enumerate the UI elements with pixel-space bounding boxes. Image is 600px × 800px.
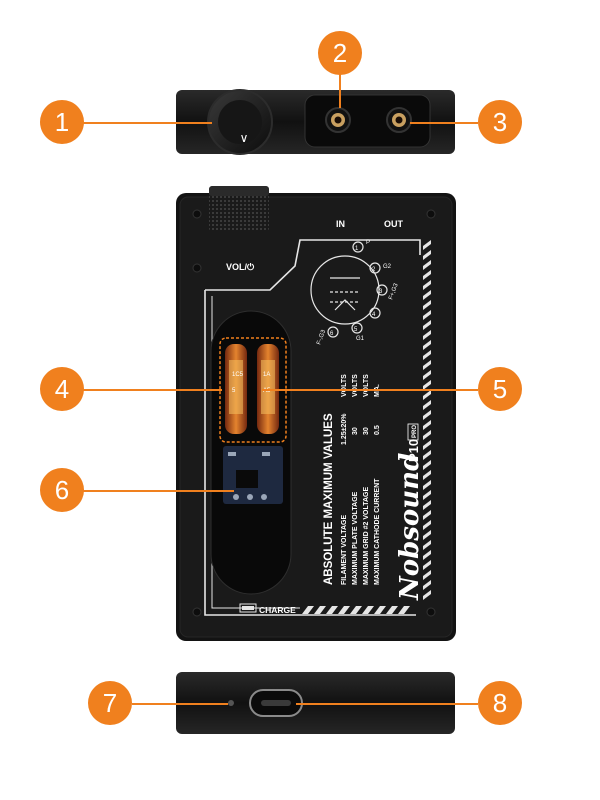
output-jack-hole xyxy=(395,116,403,124)
callout-5: 5 xyxy=(478,367,522,411)
volume-knob-cap xyxy=(218,100,262,144)
screw-icon xyxy=(426,209,436,219)
spec-rows: FILAMENT VOLTAGE 1.25±20% VOLTS MAXIMUM … xyxy=(341,374,381,585)
pin-label: G1 xyxy=(356,336,365,342)
usb-c-tongue xyxy=(261,700,291,706)
screw-icon xyxy=(192,263,202,273)
model-name: P10 xyxy=(406,439,421,462)
spec-row-value: 1.25±20% xyxy=(341,413,348,445)
pin-label: G2 xyxy=(383,264,392,270)
leader-line-6 xyxy=(82,490,234,492)
charge-led xyxy=(228,700,234,706)
circuit-board xyxy=(223,446,283,504)
callout-6: 6 xyxy=(40,468,84,512)
callout-4: 4 xyxy=(40,367,84,411)
battery-icon xyxy=(239,603,257,613)
spec-row-value: 30 xyxy=(352,427,359,435)
tube-print: 1A xyxy=(263,372,270,378)
input-jack-hole xyxy=(334,116,342,124)
label-out: OUT xyxy=(384,219,404,229)
brand-logo: Nobsound xyxy=(395,453,425,601)
spec-row-value: 0.5 xyxy=(374,425,381,435)
leader-line-1 xyxy=(82,122,212,124)
front-knob[interactable] xyxy=(209,186,269,232)
screw-icon xyxy=(192,607,202,617)
screw-icon xyxy=(192,209,202,219)
spec-row-unit: VOLTS xyxy=(363,374,370,397)
pin-number: 6 xyxy=(330,331,334,337)
brand-block: Nobsound P10 PRO xyxy=(395,423,425,601)
vacuum-tubes xyxy=(219,337,287,443)
leader-line-4 xyxy=(82,389,222,391)
spec-row-unit: VOLTS xyxy=(341,374,348,397)
label-charge: CHARGE xyxy=(259,605,296,615)
pin-label: P xyxy=(366,240,370,246)
label-in: IN xyxy=(336,219,345,229)
spec-row-name: MAXIMUM CATHODE CURRENT xyxy=(374,478,381,585)
tube-print: 1C5 xyxy=(232,372,244,378)
callout-3: 3 xyxy=(478,100,522,144)
screw-icon xyxy=(426,607,436,617)
pin-number: 3 xyxy=(379,289,383,295)
leader-line-8 xyxy=(296,703,478,705)
model-badge: PRO xyxy=(412,425,418,438)
tube-print: 5 xyxy=(232,388,236,394)
front-view xyxy=(176,186,456,641)
tube-print: A5 xyxy=(263,388,271,394)
spec-row-name: MAXIMUM PLATE VOLTAGE xyxy=(352,491,359,585)
callout-2: 2 xyxy=(318,31,362,75)
pin-number: 1 xyxy=(355,246,359,252)
pin-label: F+,G3 xyxy=(388,282,400,300)
leader-line-3 xyxy=(410,122,478,124)
spec-row-unit: VOLTS xyxy=(352,374,359,397)
callout-1: 1 xyxy=(40,100,84,144)
spec-title: ABSOLUTE MAXIMUM VALUES xyxy=(323,413,335,585)
pin-number: 5 xyxy=(354,327,358,333)
model-badge-box xyxy=(407,423,419,441)
spec-row-name: MAXIMUM GRID #2 VOLTAGE xyxy=(363,487,370,585)
knob-marker: ∨ xyxy=(240,131,249,145)
front-knob-top xyxy=(209,186,269,196)
frame-outline xyxy=(204,239,421,616)
leader-line-2 xyxy=(339,64,341,108)
leader-line-5 xyxy=(262,389,478,391)
label-vol: VOL/⏻ xyxy=(226,262,255,272)
pin-number: 2 xyxy=(372,267,376,273)
leader-line-7 xyxy=(132,703,228,705)
callout-8: 8 xyxy=(478,681,522,725)
tube-schematic-icon xyxy=(310,241,388,338)
top-edge-view xyxy=(176,89,455,155)
spec-row-value: 30 xyxy=(363,427,370,435)
spec-block: ABSOLUTE MAXIMUM VALUES FILAMENT VOLTAGE… xyxy=(323,374,381,585)
spec-row-name: FILAMENT VOLTAGE xyxy=(341,515,348,585)
stripe-decoration xyxy=(423,240,431,600)
callout-7: 7 xyxy=(88,681,132,725)
pin-number: 4 xyxy=(372,312,376,318)
bottom-stripe-decoration xyxy=(302,606,410,614)
pin-label: F-,G3 xyxy=(316,329,327,346)
